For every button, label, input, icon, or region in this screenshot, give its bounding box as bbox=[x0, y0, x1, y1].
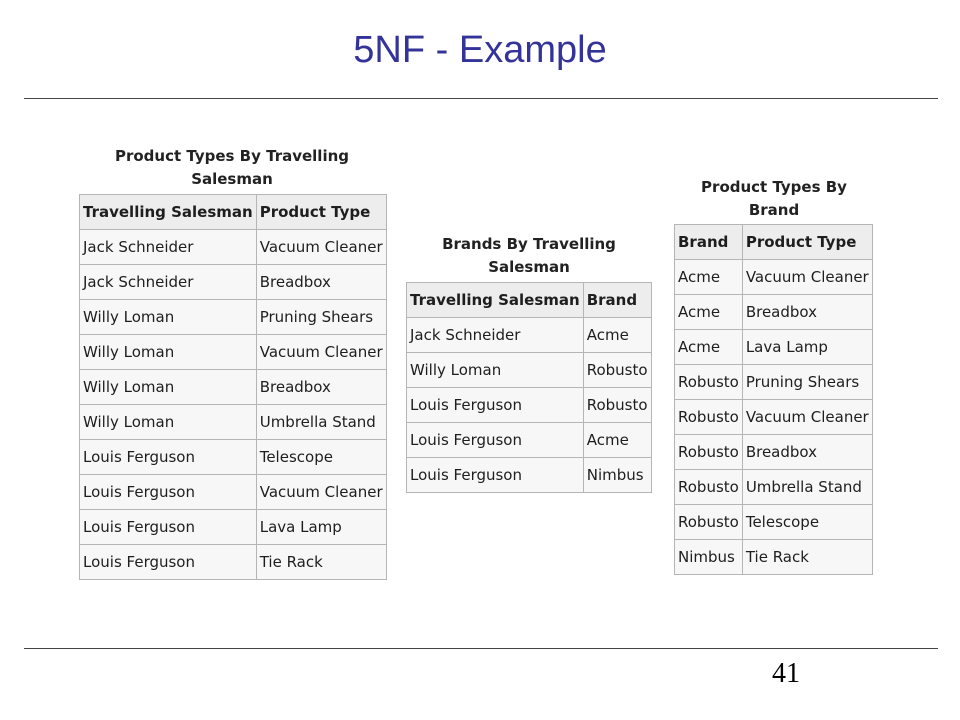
table-cell: Umbrella Stand bbox=[741, 469, 873, 505]
table-cell: Robusto bbox=[582, 387, 652, 423]
table-cell: Jack Schneider bbox=[406, 317, 584, 353]
table-cell: Umbrella Stand bbox=[255, 404, 387, 440]
table-cell: Acme bbox=[674, 329, 743, 365]
table-cell: Robusto bbox=[674, 364, 743, 400]
table-cell: Telescope bbox=[255, 439, 387, 475]
table-cell: Louis Ferguson bbox=[406, 422, 584, 458]
table-cell: Louis Ferguson bbox=[79, 474, 257, 510]
table-cell: Louis Ferguson bbox=[79, 509, 257, 545]
table-cell: Louis Ferguson bbox=[79, 544, 257, 580]
table-cell: Vacuum Cleaner bbox=[255, 229, 387, 265]
table-caption: Brands By Travelling Salesman bbox=[442, 235, 616, 276]
table-block-product-types-by-salesman: Product Types By Travelling Salesman Tra… bbox=[79, 145, 387, 580]
table-block-brands-by-salesman: Brands By Travelling Salesman Travelling… bbox=[406, 233, 652, 493]
table-cell: Robusto bbox=[674, 469, 743, 505]
table-cell: Vacuum Cleaner bbox=[255, 474, 387, 510]
table-cell: Breadbox bbox=[741, 294, 873, 330]
column-header: Travelling Salesman bbox=[79, 194, 257, 230]
table-cell: Vacuum Cleaner bbox=[255, 334, 387, 370]
table-cell: Tie Rack bbox=[255, 544, 387, 580]
table-cell: Nimbus bbox=[582, 457, 652, 493]
column-header: Travelling Salesman bbox=[406, 282, 584, 318]
table-cell: Acme bbox=[674, 294, 743, 330]
table-cell: Breadbox bbox=[255, 369, 387, 405]
table-cell: Robusto bbox=[582, 352, 652, 388]
table-cell: Lava Lamp bbox=[255, 509, 387, 545]
bottom-divider bbox=[24, 648, 938, 649]
table-cell: Jack Schneider bbox=[79, 229, 257, 265]
table-cell: Robusto bbox=[674, 504, 743, 540]
table-cell: Breadbox bbox=[741, 434, 873, 470]
table-cell: Acme bbox=[674, 259, 743, 295]
slide-title: 5NF - Example bbox=[353, 29, 607, 71]
column-header: Product Type bbox=[255, 194, 387, 230]
table-cell: Robusto bbox=[674, 399, 743, 435]
table-cell: Robusto bbox=[674, 434, 743, 470]
table-cell: Louis Ferguson bbox=[406, 387, 584, 423]
table-cell: Nimbus bbox=[674, 539, 743, 575]
table-cell: Louis Ferguson bbox=[79, 439, 257, 475]
table-cell: Vacuum Cleaner bbox=[741, 399, 873, 435]
table-cell: Willy Loman bbox=[406, 352, 584, 388]
table-cell: Telescope bbox=[741, 504, 873, 540]
table-cell: Vacuum Cleaner bbox=[741, 259, 873, 295]
table-cell: Acme bbox=[582, 317, 652, 353]
top-divider bbox=[24, 98, 938, 99]
table-cell: Pruning Shears bbox=[741, 364, 873, 400]
table-caption: Product Types By Brand bbox=[701, 178, 847, 219]
table-cell: Lava Lamp bbox=[741, 329, 873, 365]
column-header: Product Type bbox=[741, 224, 873, 260]
table-caption: Product Types By Travelling Salesman bbox=[114, 147, 350, 188]
page-number: 41 bbox=[772, 658, 800, 689]
table-cell: Willy Loman bbox=[79, 299, 257, 335]
table-cell: Pruning Shears bbox=[255, 299, 387, 335]
table-cell: Jack Schneider bbox=[79, 264, 257, 300]
table-cell: Acme bbox=[582, 422, 652, 458]
table-cell: Willy Loman bbox=[79, 404, 257, 440]
table-cell: Louis Ferguson bbox=[406, 457, 584, 493]
table-cell: Breadbox bbox=[255, 264, 387, 300]
table-cell: Willy Loman bbox=[79, 334, 257, 370]
table-cell: Willy Loman bbox=[79, 369, 257, 405]
column-header: Brand bbox=[582, 282, 652, 318]
column-header: Brand bbox=[674, 224, 743, 260]
table-cell: Tie Rack bbox=[741, 539, 873, 575]
